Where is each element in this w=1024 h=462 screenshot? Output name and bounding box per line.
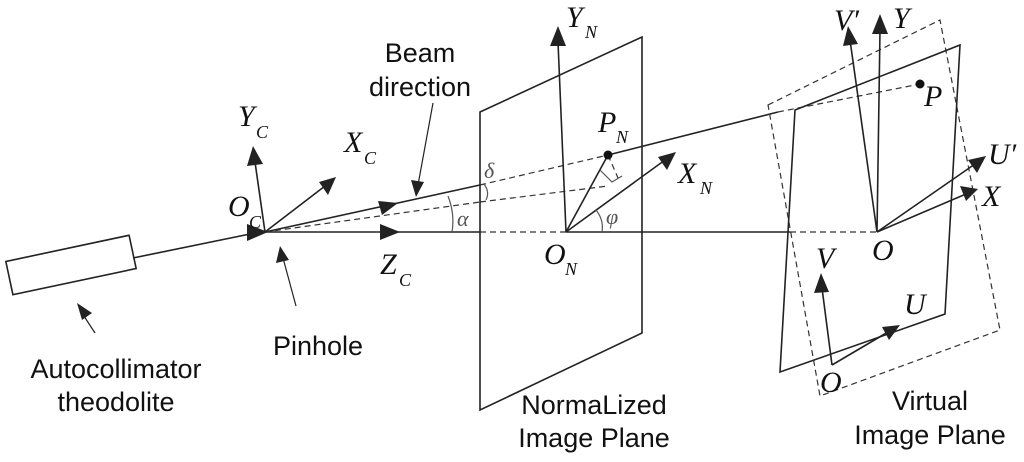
normalized-label-line1: NormaLized — [521, 390, 667, 420]
pinhole-label: Pinhole — [273, 331, 363, 361]
xn-axis-arrow — [658, 152, 676, 170]
reference-ray-to-xn — [479, 185, 609, 203]
autocollimator-body — [4, 234, 138, 296]
yc-axis-arrow — [247, 146, 263, 166]
v-axis — [821, 287, 833, 366]
xc-label: X — [343, 126, 364, 159]
oc-label: O — [228, 190, 250, 223]
xn-label-sub: N — [699, 178, 713, 198]
delta-angle-arc — [483, 183, 489, 201]
on-label-sub: N — [564, 259, 578, 279]
phi-label: φ — [606, 204, 618, 229]
pinhole-leader — [282, 257, 297, 307]
yc-label-sub: C — [256, 122, 269, 142]
virtual-label-line2: Image Plane — [854, 420, 1006, 450]
phi-angle-arc — [595, 209, 603, 233]
autocollimator-leader-arrow — [77, 303, 92, 320]
beam-arrow-at-pinhole — [247, 224, 268, 241]
delta-label: δ — [484, 158, 495, 183]
y-label: Y — [893, 2, 913, 35]
reference-ray — [264, 201, 481, 233]
yn-label: Y — [566, 1, 586, 34]
o2-label: O — [820, 366, 842, 399]
p-label: P — [923, 80, 942, 113]
y-axis-arrow — [872, 14, 888, 34]
vprime-label: V′ — [834, 4, 859, 37]
pn-label: P — [597, 106, 616, 139]
alpha-angle-arc — [447, 195, 454, 233]
u-axis-arrow — [882, 325, 900, 340]
yn-axis — [557, 41, 567, 233]
xn-axis — [565, 159, 666, 233]
beam-direction-leader — [417, 102, 434, 186]
vprime-axis-arrow — [843, 26, 858, 46]
zc-axis-arrow — [380, 224, 400, 240]
uprime-axis — [876, 163, 976, 233]
zc-label-sub: C — [399, 270, 412, 290]
beam-ray-continued — [607, 111, 779, 156]
autocollimator-label-line2: theodolite — [57, 387, 174, 417]
virtual-label-line1: Virtual — [892, 386, 968, 416]
y-axis — [876, 29, 881, 233]
normalized-label-line2: Image Plane — [518, 423, 670, 453]
virtual-image-plane-dashed — [767, 19, 1001, 397]
xc-axis-arrow — [319, 177, 336, 195]
pn-point — [603, 150, 613, 160]
xn-label: X — [677, 157, 698, 190]
yn-label-sub: N — [584, 22, 598, 42]
beam-ray-arrow — [378, 201, 398, 215]
yn-axis-arrow — [550, 26, 566, 46]
xc-axis — [264, 185, 326, 233]
beam-label-line1: Beam — [385, 38, 456, 68]
x-label: X — [981, 180, 1002, 213]
v-axis-arrow — [814, 273, 829, 293]
yc-label: Y — [238, 100, 258, 133]
pn-label-sub: N — [615, 127, 629, 147]
u-axis — [831, 331, 889, 366]
vprime-axis — [849, 39, 878, 233]
on-label: O — [544, 238, 566, 271]
p-point — [915, 79, 925, 89]
x-axis — [876, 193, 967, 233]
yc-axis — [254, 161, 266, 233]
o-label: O — [872, 234, 894, 267]
collimator-beam-line — [132, 233, 251, 259]
zc-label: Z — [380, 248, 397, 281]
alpha-label: α — [457, 206, 469, 231]
beam-label-line2: direction — [369, 72, 471, 102]
virtual-image-plane-solid — [779, 43, 961, 374]
beam-ray-hidden — [479, 154, 609, 186]
uprime-axis-arrow — [968, 156, 986, 173]
right-angle-mark — [599, 169, 623, 183]
normalized-image-plane — [479, 35, 643, 412]
x-axis-arrow — [960, 186, 978, 201]
oc-label-sub: C — [249, 212, 262, 232]
beam-direction-leader-arrow — [411, 180, 424, 197]
pinhole-leader-arrow — [276, 246, 289, 263]
v-label: V — [816, 242, 838, 275]
autocollimator-label-line1: Autocollimator — [30, 354, 201, 384]
beam-ray — [264, 184, 481, 233]
u-label: U — [904, 288, 928, 321]
uprime-label: U′ — [988, 138, 1017, 171]
xc-label-sub: C — [364, 148, 377, 168]
pn-projection — [565, 154, 609, 233]
